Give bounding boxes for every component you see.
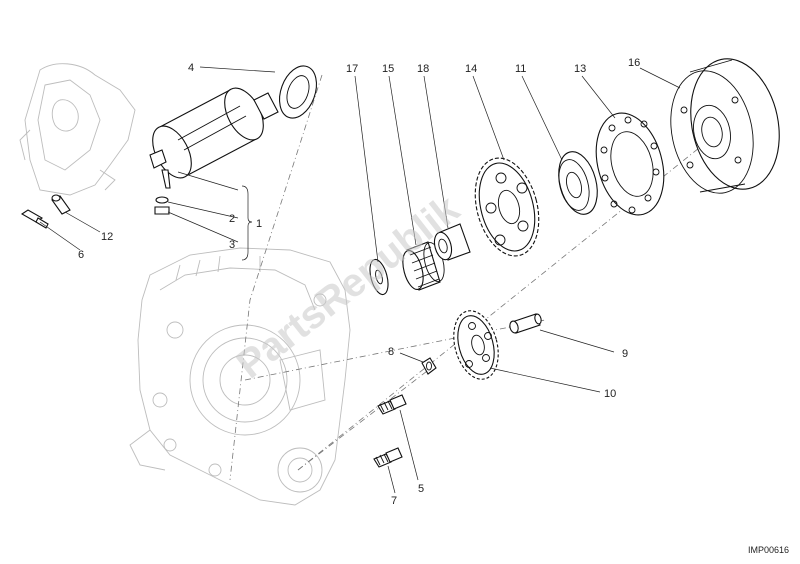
callout-17: 17 bbox=[346, 63, 358, 75]
callout-3: 3 bbox=[229, 239, 235, 251]
callout-2: 2 bbox=[229, 213, 235, 225]
callout-12: 12 bbox=[101, 231, 113, 243]
gear-part-14 bbox=[474, 157, 540, 257]
callout-18: 18 bbox=[417, 63, 429, 75]
callout-labels: 4 17 15 18 14 11 13 16 1 2 3 12 6 9 8 10… bbox=[78, 57, 640, 507]
screw-part-6 bbox=[20, 209, 49, 229]
flywheel-part-16 bbox=[670, 58, 780, 194]
gear-part-10 bbox=[453, 310, 499, 380]
washer-part-2 bbox=[155, 196, 169, 204]
callout-1: 1 bbox=[256, 218, 262, 230]
callout-7: 7 bbox=[391, 495, 397, 507]
callout-13: 13 bbox=[574, 63, 586, 75]
starter-motor bbox=[149, 87, 279, 189]
spacer-part-12 bbox=[51, 194, 71, 215]
o-ring-part-4 bbox=[278, 65, 318, 119]
screw-part-5 bbox=[377, 394, 407, 415]
watermark-text: PartsRepublik bbox=[228, 186, 468, 387]
callout-4: 4 bbox=[188, 62, 194, 74]
roller-bearing-part-15 bbox=[402, 241, 445, 291]
nut-part-3 bbox=[154, 206, 170, 215]
nut-part-8 bbox=[421, 357, 437, 375]
callout-6: 6 bbox=[78, 249, 84, 261]
engine-case-ghost bbox=[19, 63, 351, 506]
axis-lines bbox=[229, 74, 766, 481]
screw-part-7 bbox=[373, 447, 403, 468]
bushing-part-18 bbox=[433, 223, 471, 261]
callout-11: 11 bbox=[515, 63, 526, 75]
callout-9: 9 bbox=[622, 348, 628, 360]
callout-14: 14 bbox=[465, 63, 477, 75]
callout-16: 16 bbox=[628, 57, 640, 69]
pin-part-9 bbox=[509, 313, 542, 334]
freewheel-part-11 bbox=[558, 151, 598, 215]
callout-5: 5 bbox=[418, 483, 424, 495]
callout-15: 15 bbox=[382, 63, 394, 75]
bracket-group-1 bbox=[241, 185, 253, 261]
ring-part-13 bbox=[595, 112, 665, 216]
washer-part-17 bbox=[369, 258, 389, 296]
figure-code: IMP00616 bbox=[748, 545, 789, 555]
callout-10: 10 bbox=[604, 388, 616, 400]
callout-8: 8 bbox=[388, 346, 394, 358]
leader-lines bbox=[39, 66, 681, 494]
